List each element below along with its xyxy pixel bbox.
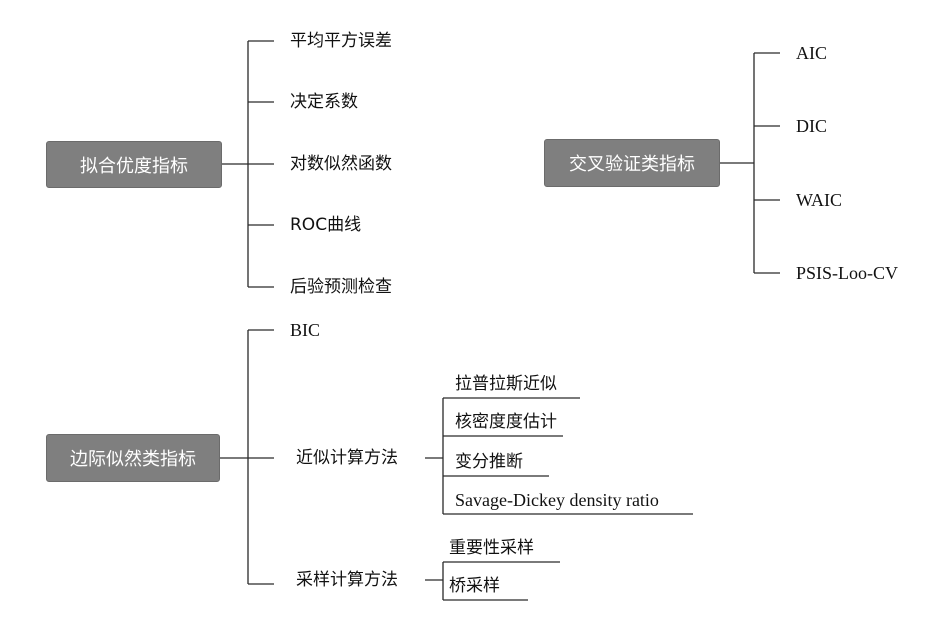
approx-item-vi: 变分推断 (455, 452, 523, 472)
sampling-item-bridge: 桥采样 (449, 576, 500, 596)
ml-item-bic: BIC (290, 320, 321, 340)
cv-item-dic: DIC (796, 116, 827, 136)
ml-sampling-label: 采样计算方法 (296, 570, 398, 590)
fit-item-roc: ROC曲线 (290, 215, 362, 235)
fit-item-loglik: 对数似然函数 (290, 154, 392, 174)
fit-item-ppc: 后验预测检查 (290, 277, 392, 297)
cv-group-title: 交叉验证类指标 (569, 154, 695, 175)
ml-approx-label: 近似计算方法 (296, 448, 398, 468)
cv-item-waic: WAIC (796, 190, 842, 210)
sampling-item-importance: 重要性采样 (449, 538, 534, 558)
fit-group-title: 拟合优度指标 (80, 155, 188, 177)
fit-item-r2: 决定系数 (290, 92, 358, 112)
fit-group-box: 拟合优度指标 (46, 141, 222, 188)
ml-group-box: 边际似然类指标 (46, 434, 220, 482)
cv-item-psis: PSIS-Loo-CV (796, 263, 899, 283)
approx-item-savage-dickey: Savage-Dickey density ratio (455, 490, 659, 510)
fit-item-mse: 平均平方误差 (290, 31, 392, 51)
cv-item-aic: AIC (796, 43, 827, 63)
cv-group-box: 交叉验证类指标 (544, 139, 720, 187)
approx-item-kde: 核密度度估计 (455, 412, 557, 432)
approx-item-laplace: 拉普拉斯近似 (455, 374, 557, 394)
ml-group-title: 边际似然类指标 (70, 449, 196, 470)
